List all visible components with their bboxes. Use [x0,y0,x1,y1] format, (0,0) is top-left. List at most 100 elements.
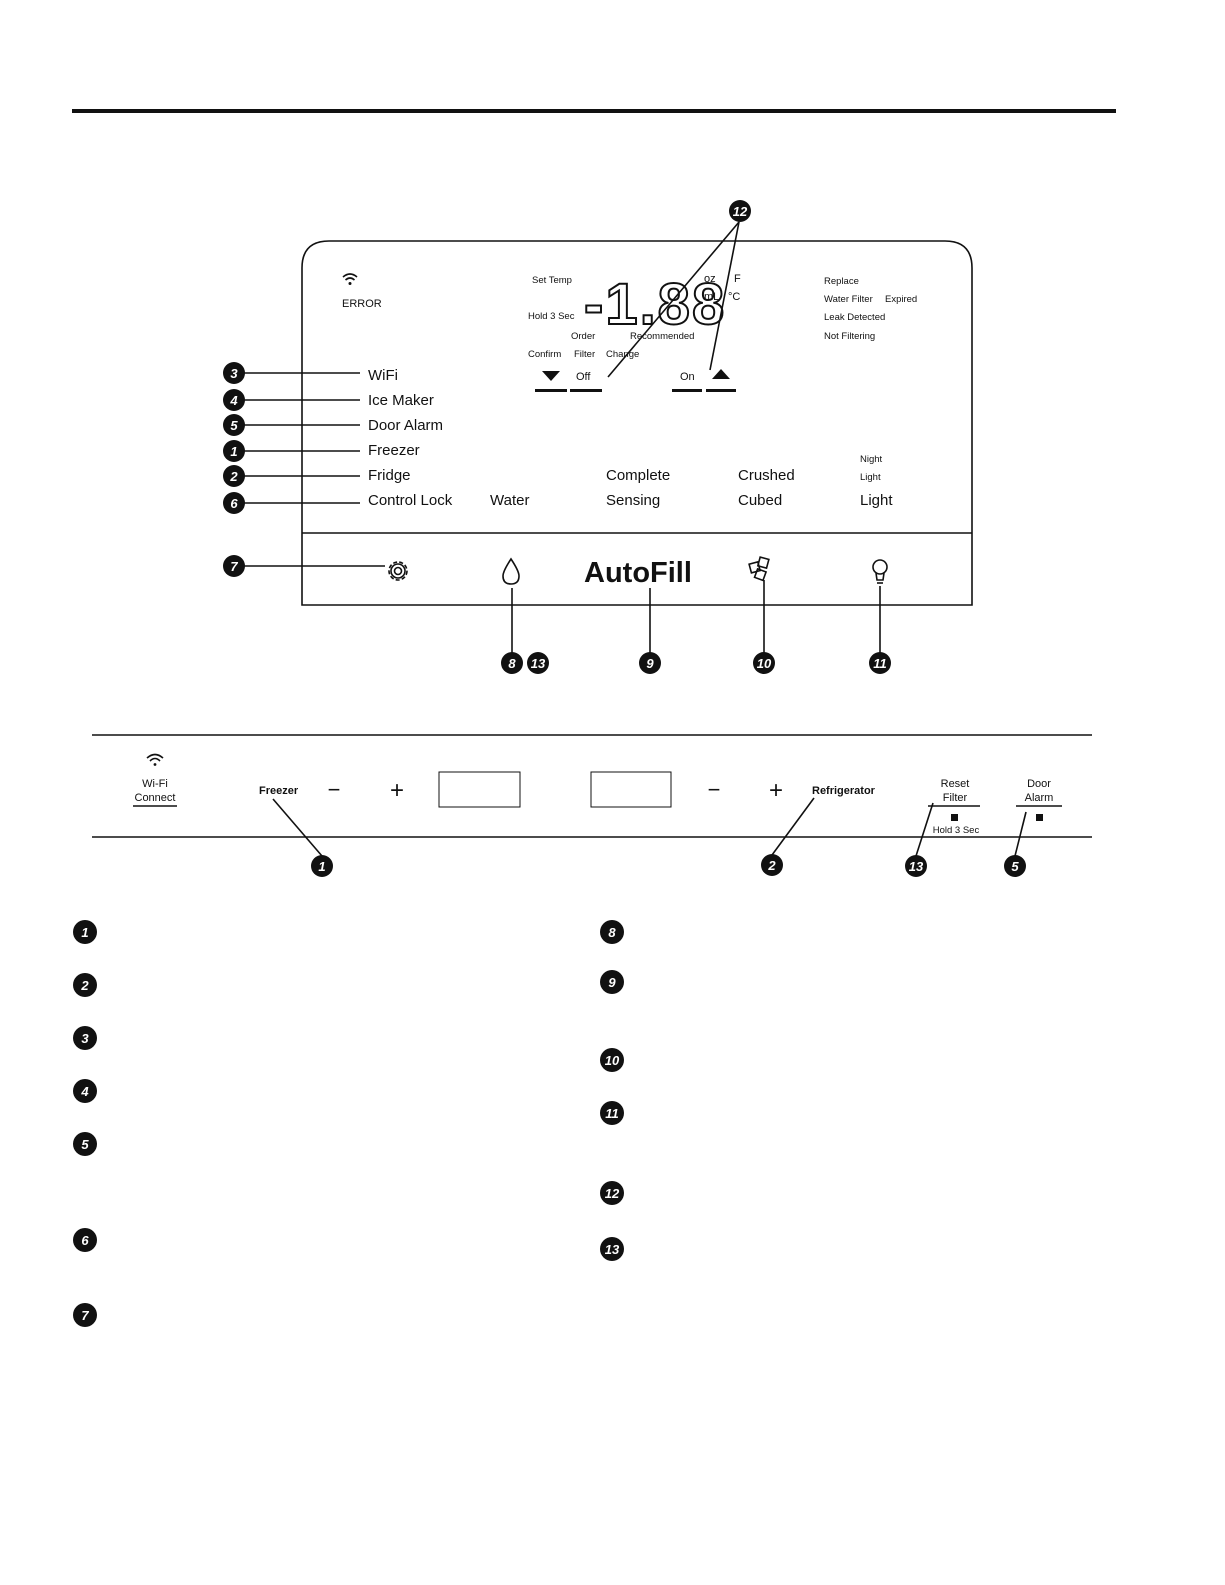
reset-filter-button[interactable]: Reset Filter [928,778,980,807]
svg-text:13: 13 [605,1242,620,1257]
ice-cubes-icon[interactable] [748,556,770,582]
svg-text:5: 5 [1011,859,1019,874]
wifi-connect-button[interactable]: Wi-Fi Connect [133,778,177,807]
svg-text:6: 6 [81,1233,89,1248]
refrigerator-zone-label: Refrigerator [812,785,876,797]
svg-text:2: 2 [229,469,238,484]
door-alarm-label: Door Alarm [368,417,443,434]
callout-10: 10 [753,652,775,674]
svg-text:Connect: Connect [135,792,176,804]
fridge-label: Fridge [368,467,411,484]
up-arrow-button[interactable] [712,369,730,379]
svg-text:1: 1 [318,859,325,874]
door-alarm-button[interactable]: Door Alarm [1016,778,1062,807]
reset-hold-label: Hold 3 Sec [933,825,980,836]
order-label: Order [571,331,595,342]
legend-badge-3: 3 [73,1026,97,1050]
freezer-temp-display [438,771,521,808]
up-arrow-underline [706,389,736,392]
display-panel-outline [301,240,973,606]
svg-text:7: 7 [230,559,238,574]
interior-leader-lines [272,797,1027,857]
unit-f: F [734,273,741,285]
svg-text:12: 12 [605,1186,620,1201]
callout-9: 9 [639,652,661,674]
control-lock-label: Control Lock [368,492,453,509]
legend-badge-2: 2 [73,973,97,997]
svg-text:1: 1 [81,925,88,940]
legend-right-column: 8 9 10 11 12 13 [600,920,624,1261]
expired-label: Expired [885,294,917,305]
on-label[interactable]: On [680,371,695,383]
down-arrow-button[interactable] [542,371,560,381]
callout-6: 6 [223,492,245,514]
ice-maker-label: Ice Maker [368,392,434,409]
filter-label: Filter [574,349,595,360]
svg-text:13: 13 [531,656,546,671]
freezer-plus-button[interactable]: + [390,777,404,804]
callout-12: 12 [729,200,751,222]
fridge-temp-display [590,771,672,808]
legend-left-column: 1 2 3 4 5 6 7 [73,920,97,1327]
reset-filter-indicator [951,814,958,821]
off-label[interactable]: Off [576,371,591,383]
svg-text:9: 9 [646,656,654,671]
legend-badge-10: 10 [600,1048,624,1072]
callout-3: 3 [223,362,245,384]
svg-text:13: 13 [909,859,924,874]
svg-text:10: 10 [757,656,772,671]
svg-text:6: 6 [230,496,238,511]
svg-text:11: 11 [873,656,887,671]
water-label: Water [490,492,529,509]
legend-badge-6: 6 [73,1228,97,1252]
interior-wifi-icon [146,753,164,766]
light-bulb-icon[interactable] [872,559,888,584]
wifi-status-icon [342,273,358,285]
confirm-label: Confirm [528,349,561,360]
svg-text:Filter: Filter [943,792,968,804]
svg-text:1: 1 [230,444,237,459]
legend-badge-12: 12 [600,1181,624,1205]
display-panel: ERROR Set Temp Hold 3 Sec -1.88 oz mL F … [301,240,973,606]
replace-label: Replace [824,276,859,287]
svg-text:9: 9 [608,975,616,990]
fridge-minus-button[interactable]: − [708,777,721,802]
recommended-label: Recommended [630,331,694,342]
svg-text:Door: Door [1027,778,1051,790]
water-drop-icon[interactable] [502,557,520,585]
legend-badge-7: 7 [73,1303,97,1327]
light-label: Light [860,492,893,509]
complete-label: Complete [606,467,670,484]
svg-text:8: 8 [608,925,616,940]
night-label: Night [860,454,883,465]
change-label: Change [606,349,639,360]
water-filter-label: Water Filter [824,294,873,305]
svg-text:Reset: Reset [941,778,970,790]
unit-c: °C [728,291,740,303]
door-alarm-indicator [1036,814,1043,821]
callout-13: 13 [527,652,549,674]
legend-badge-5: 5 [73,1132,97,1156]
legend-badge-9: 9 [600,970,624,994]
svg-text:7: 7 [81,1308,89,1323]
interior-callout-1: 1 [311,855,333,877]
freezer-minus-button[interactable]: − [328,777,341,802]
on-underline [672,389,702,392]
error-indicator: ERROR [342,298,382,310]
down-arrow-underline [535,389,567,392]
interior-callout-5: 5 [1004,855,1026,877]
callout-1: 1 [223,440,245,462]
settings-gear-icon[interactable] [388,561,408,581]
autofill-button[interactable]: AutoFill [584,557,692,589]
freezer-label: Freezer [368,442,420,459]
header-rule [72,109,1116,113]
fridge-plus-button[interactable]: + [769,777,783,804]
wifi-label: WiFi [368,367,398,384]
night-light-label: Light [860,472,881,483]
not-filtering-label: Not Filtering [824,331,875,342]
svg-text:2: 2 [80,978,89,993]
unit-ml: mL [704,291,719,303]
svg-text:12: 12 [733,204,748,219]
callout-2: 2 [223,465,245,487]
legend-badge-8: 8 [600,920,624,944]
